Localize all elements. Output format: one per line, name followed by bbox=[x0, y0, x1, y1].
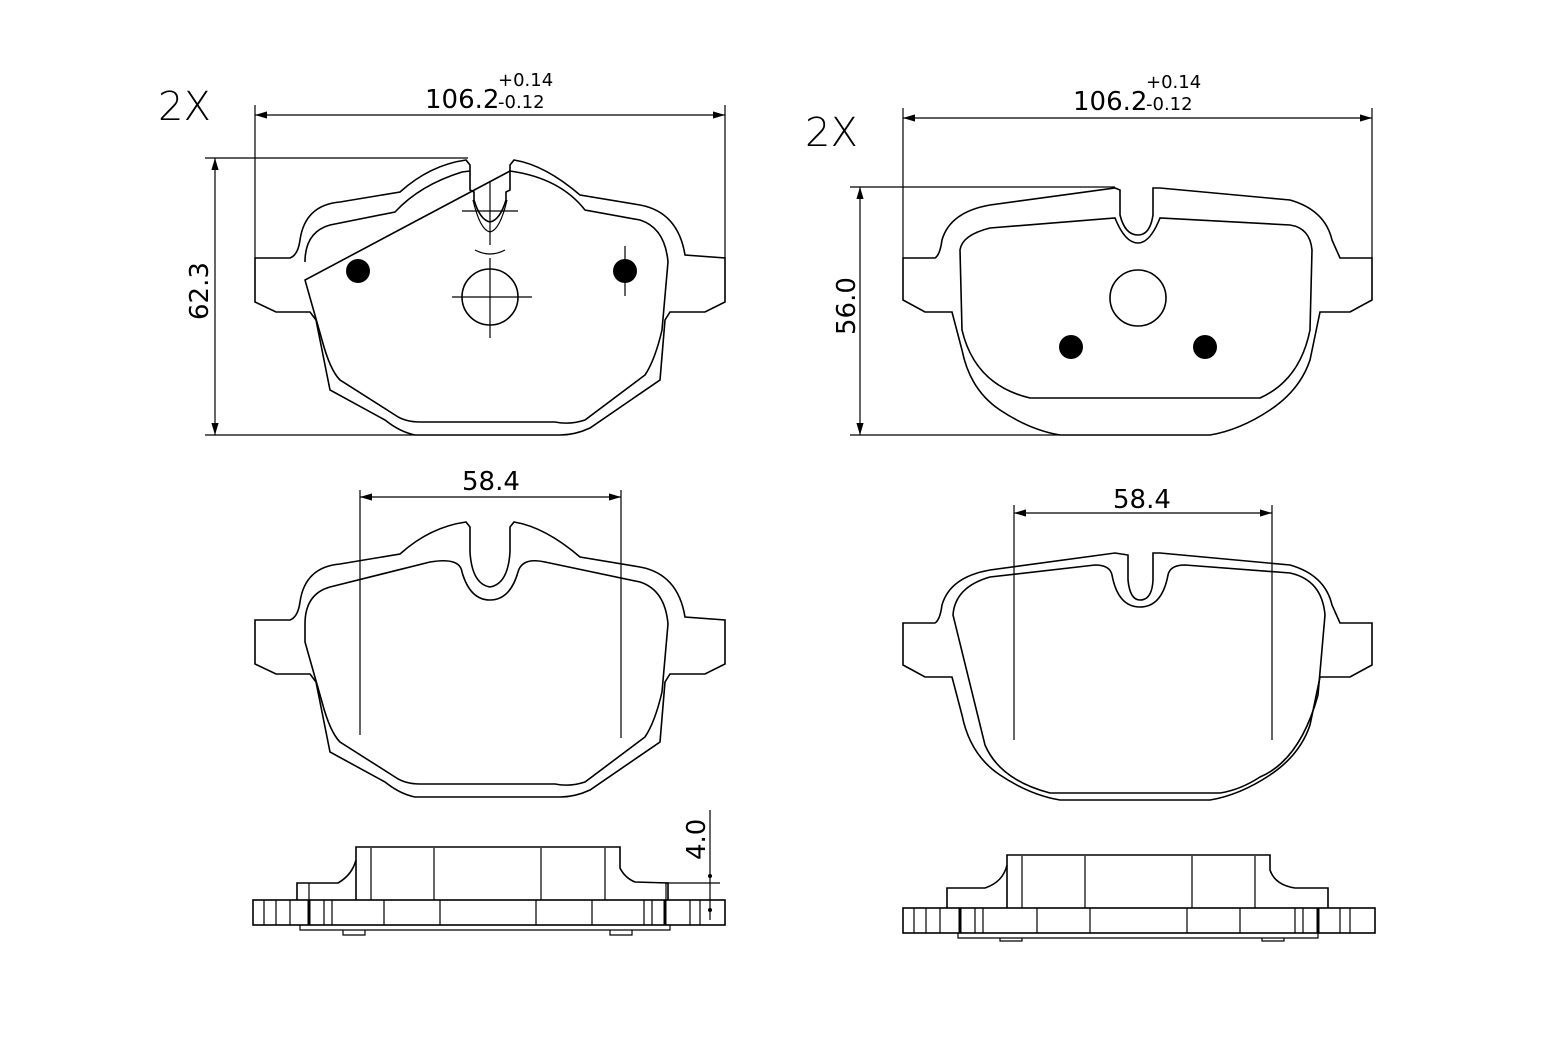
width-dimension: 106.2 bbox=[425, 85, 499, 115]
right-pad-friction-view bbox=[902, 552, 1373, 801]
center-hole bbox=[1109, 269, 1167, 327]
pin-dot bbox=[1059, 335, 1083, 359]
height-dimension: 62.3 bbox=[185, 262, 215, 320]
left-pad-friction-outline bbox=[304, 170, 669, 424]
right-friction-width: 58.4 bbox=[1113, 485, 1171, 515]
right-pad-friction-outline bbox=[959, 217, 1313, 399]
right-pad-backplate-view bbox=[902, 187, 1373, 436]
pin-dot bbox=[1193, 335, 1217, 359]
friction-width-dimensions: 58.4 58.4 bbox=[359, 467, 1273, 740]
left-friction-width: 58.4 bbox=[462, 467, 520, 497]
width-upper-tolerance: +0.14 bbox=[498, 70, 553, 91]
left-pad-backplate-view bbox=[254, 159, 726, 436]
quantity-label: 2X bbox=[805, 110, 858, 156]
right-pad-outline bbox=[902, 187, 1373, 436]
pin-dot bbox=[346, 259, 370, 283]
left-dimensions: 2X 106.2 +0.14 -0.12 62.3 bbox=[158, 70, 726, 436]
right-pad-side-view bbox=[902, 854, 1376, 942]
left-pad-friction-view bbox=[254, 521, 726, 798]
thickness-dimension: 4.0 bbox=[665, 810, 720, 920]
left-pad-side-view bbox=[252, 846, 726, 936]
thickness-label: 4.0 bbox=[682, 819, 712, 860]
height-dimension: 56.0 bbox=[832, 277, 862, 335]
right-dimensions: 2X 106.2 +0.14 -0.12 56.0 bbox=[805, 72, 1373, 436]
quantity-label: 2X bbox=[158, 84, 211, 130]
width-lower-tolerance: -0.12 bbox=[498, 92, 545, 113]
width-dimension: 106.2 bbox=[1073, 87, 1147, 117]
width-lower-tolerance: -0.12 bbox=[1146, 94, 1193, 115]
width-upper-tolerance: +0.14 bbox=[1146, 72, 1201, 93]
left-pad-outline bbox=[254, 159, 726, 436]
